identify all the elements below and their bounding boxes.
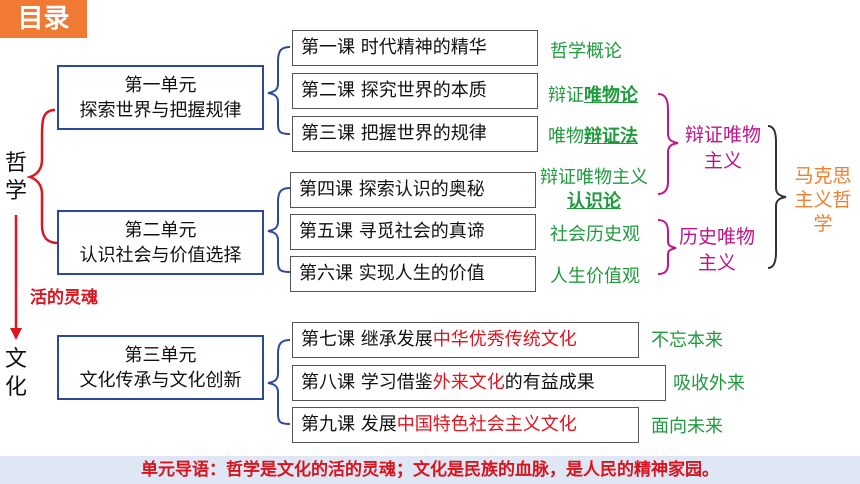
lesson-1: 第一课 时代精神的精华: [292, 30, 538, 66]
soul-label: 活的灵魂: [30, 288, 98, 308]
unit-3-box: 第三单元 文化传承与文化创新: [57, 335, 264, 400]
unit-guide-footer: 单元导语：哲学是文化的活的灵魂；文化是民族的血脉，是人民的精神家园。: [0, 456, 860, 484]
page-title: 目录: [0, 0, 87, 38]
lesson-4: 第四课 探索认识的奥秘: [290, 172, 536, 208]
lesson-3: 第三课 把握世界的规律: [292, 116, 538, 152]
unit1-brace: [267, 46, 291, 135]
lesson-9: 第九课 发展中国特色社会主义文化: [292, 407, 639, 443]
philosophy-brace: [26, 108, 59, 245]
note-2: 辩证唯物论: [548, 85, 638, 106]
historical-materialism-label: 历史唯物 主义: [678, 226, 755, 274]
note-8: 吸收外来: [673, 373, 745, 394]
lesson-2: 第二课 探究世界的本质: [292, 73, 538, 109]
note-5: 社会历史观: [550, 224, 640, 245]
lesson-5: 第五课 寻觅社会的真谛: [290, 214, 536, 250]
note-7: 不忘本来: [651, 330, 723, 351]
philosophy-label: 哲 学: [4, 151, 27, 204]
unit2-brace: [267, 187, 291, 273]
lesson-7: 第七课 继承发展中华优秀传统文化: [292, 322, 639, 358]
unit3-brace: [267, 339, 291, 425]
lesson-6: 第六课 实现人生的价值: [290, 256, 536, 292]
marxism-brace: [767, 125, 787, 269]
dialectical-materialism-label: 辩证唯物 主义: [684, 124, 761, 172]
note-4: 辩证唯物主义 认识论: [540, 167, 648, 212]
note-6: 人生价值观: [550, 266, 640, 287]
arrow-head: [10, 328, 22, 340]
unit-2-box: 第二单元 认识社会与价值选择: [57, 210, 264, 275]
note-3: 唯物辩证法: [548, 126, 638, 147]
culture-label: 文 化: [4, 347, 27, 400]
note-1: 哲学概论: [550, 41, 622, 62]
marxist-philosophy-label: 马克思 主义哲 学: [794, 165, 852, 235]
note-9: 面向未来: [651, 416, 723, 437]
dialectical-brace: [657, 93, 679, 195]
lesson-8: 第八课 学习借鉴外来文化的有益成果: [292, 365, 666, 401]
unit-1-box: 第一单元 探索世界与把握规律: [57, 65, 264, 130]
historical-brace: [657, 219, 677, 275]
